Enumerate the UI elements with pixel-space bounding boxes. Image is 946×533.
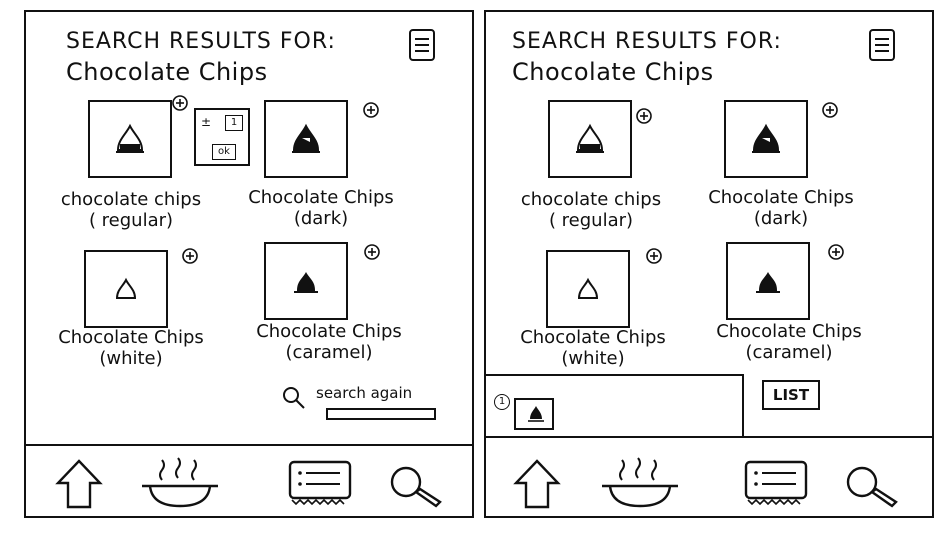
search-term: Chocolate Chips bbox=[512, 57, 714, 86]
search-term: Chocolate Chips bbox=[66, 57, 268, 86]
cart-tray[interactable] bbox=[486, 374, 744, 438]
home-icon[interactable] bbox=[54, 458, 104, 510]
chip-icon bbox=[294, 272, 318, 293]
title-line-1: SEARCH RESULTS FOR: bbox=[66, 29, 336, 54]
result-label-regular: chocolate chips ( regular) bbox=[60, 189, 202, 231]
quantity-field[interactable]: 1 bbox=[225, 115, 243, 131]
home-icon[interactable] bbox=[512, 458, 562, 510]
chip-icon bbox=[576, 123, 604, 153]
result-tile-white[interactable] bbox=[84, 250, 168, 328]
result-tile-regular[interactable] bbox=[88, 100, 172, 178]
ok-button[interactable]: ok bbox=[212, 144, 236, 160]
add-icon[interactable] bbox=[182, 248, 198, 264]
add-icon[interactable] bbox=[646, 248, 662, 264]
result-label-white: Chocolate Chips (white) bbox=[520, 327, 666, 369]
cart-item-thumbnail[interactable] bbox=[514, 398, 554, 430]
search-again-label: search again bbox=[316, 384, 413, 402]
chip-icon bbox=[528, 406, 544, 422]
screen-2: SEARCH RESULTS FOR: Chocolate Chips choc… bbox=[484, 10, 934, 518]
result-tile-white[interactable] bbox=[546, 250, 630, 328]
nav-divider bbox=[486, 436, 932, 438]
result-label-caramel: Chocolate Chips (caramel) bbox=[256, 321, 402, 363]
result-label-dark: Chocolate Chips (dark) bbox=[248, 187, 394, 229]
pot-icon[interactable] bbox=[138, 456, 222, 510]
plus-minus-button[interactable]: ± bbox=[201, 115, 212, 129]
result-tile-regular[interactable] bbox=[548, 100, 632, 178]
chip-icon bbox=[577, 277, 599, 299]
add-icon[interactable] bbox=[172, 95, 188, 111]
result-tile-dark[interactable] bbox=[724, 100, 808, 178]
list-icon[interactable] bbox=[868, 28, 896, 62]
search-icon[interactable] bbox=[282, 386, 306, 410]
page-title: SEARCH RESULTS FOR: Chocolate Chips bbox=[512, 28, 782, 88]
search-icon[interactable] bbox=[388, 464, 444, 510]
chip-icon bbox=[756, 272, 780, 293]
result-tile-caramel[interactable] bbox=[726, 242, 810, 320]
list-icon[interactable] bbox=[408, 28, 436, 62]
result-tile-dark[interactable] bbox=[264, 100, 348, 178]
cart-count-badge: 1 bbox=[494, 394, 510, 410]
screen-1: SEARCH RESULTS FOR: Chocolate Chips ± 1 … bbox=[24, 10, 474, 518]
chip-icon bbox=[752, 123, 780, 153]
receipt-icon[interactable] bbox=[288, 460, 352, 506]
add-icon[interactable] bbox=[636, 108, 652, 124]
chip-icon bbox=[115, 277, 137, 299]
result-label-regular: chocolate chips ( regular) bbox=[520, 189, 662, 231]
nav-divider bbox=[26, 444, 472, 446]
page-title: SEARCH RESULTS FOR: Chocolate Chips bbox=[66, 28, 336, 88]
receipt-icon[interactable] bbox=[744, 460, 808, 506]
chip-icon bbox=[116, 123, 144, 153]
result-tile-caramel[interactable] bbox=[264, 242, 348, 320]
result-label-caramel: Chocolate Chips (caramel) bbox=[716, 321, 862, 363]
add-icon[interactable] bbox=[828, 244, 844, 260]
chip-icon bbox=[292, 123, 320, 153]
add-icon[interactable] bbox=[822, 102, 838, 118]
pot-icon[interactable] bbox=[598, 456, 682, 510]
search-again-input[interactable] bbox=[326, 408, 436, 420]
title-line-1: SEARCH RESULTS FOR: bbox=[512, 29, 782, 54]
add-icon[interactable] bbox=[363, 102, 379, 118]
result-label-dark: Chocolate Chips (dark) bbox=[708, 187, 854, 229]
search-icon[interactable] bbox=[844, 464, 900, 510]
result-label-white: Chocolate Chips (white) bbox=[58, 327, 204, 369]
add-icon[interactable] bbox=[364, 244, 380, 260]
list-button[interactable]: LIST bbox=[762, 380, 820, 410]
quantity-popup[interactable]: ± 1 ok bbox=[194, 108, 250, 166]
